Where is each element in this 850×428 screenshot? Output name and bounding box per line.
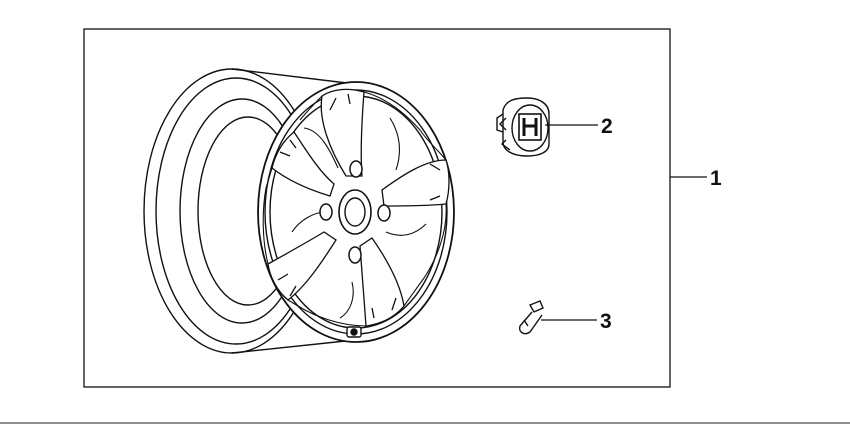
wheel-illustration (143, 68, 455, 354)
valve-hole (346, 326, 362, 338)
lug-holes (319, 160, 391, 264)
callout-2: 2 (601, 115, 613, 138)
barrel-edge-top (231, 68, 356, 85)
center-cap-illustration (496, 97, 550, 157)
callout-1: 1 (710, 167, 722, 190)
assembly-frame (83, 28, 671, 388)
barrel-edge-bottom (231, 339, 356, 354)
leader-lines (541, 124, 707, 321)
callout-3: 3 (600, 310, 612, 333)
wheel-spokes (267, 88, 450, 327)
valve-stem-illustration (518, 300, 544, 335)
wheel-openings (262, 91, 447, 327)
wheel-hub (338, 189, 372, 235)
